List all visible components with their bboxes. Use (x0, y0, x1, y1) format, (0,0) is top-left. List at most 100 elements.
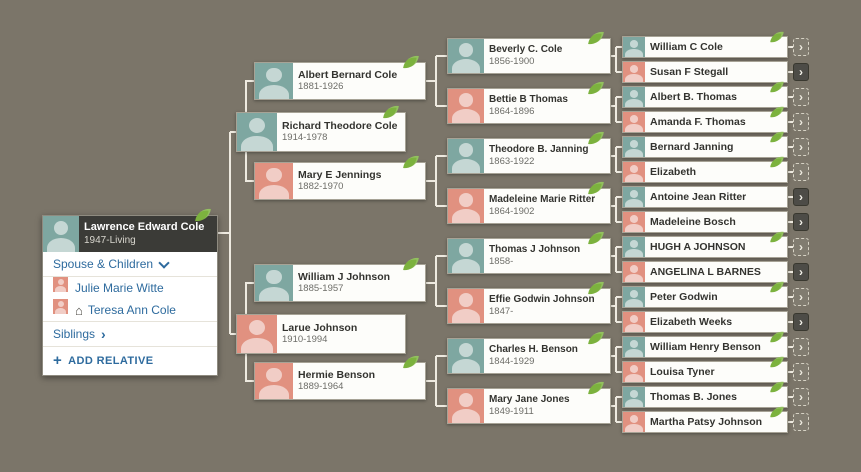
expand-branch-button[interactable]: › (793, 263, 809, 281)
hint-leaf-icon[interactable] (403, 256, 419, 272)
add-relative-label: ADD RELATIVE (68, 355, 154, 367)
person-card[interactable]: William Henry Benson (622, 330, 788, 358)
add-relative-button[interactable]: + ADD RELATIVE (43, 347, 217, 375)
person-name: Beverly C. Cole (489, 44, 563, 56)
expand-branch-button[interactable]: › (793, 238, 809, 256)
expand-branch-button[interactable]: › (793, 288, 809, 306)
person-name: Madeleine Marie Ritter (489, 194, 596, 206)
person-card[interactable]: Susan F Stegall (622, 61, 788, 83)
person-dates: 1844-1929 (489, 355, 535, 367)
person-card[interactable]: Thomas B. Jones (622, 380, 788, 408)
person-name: William Henry Benson (650, 340, 761, 353)
expand-branch-button[interactable]: › (793, 338, 809, 356)
person-card[interactable]: Bernard Janning (622, 130, 788, 158)
person-dates: 1914-1978 (282, 132, 328, 144)
hint-leaf-icon[interactable] (403, 54, 419, 70)
person-avatar-icon (623, 412, 645, 432)
person-name: Albert Bernard Cole (298, 69, 398, 81)
hint-leaf-icon[interactable] (383, 104, 399, 120)
expand-branch-button[interactable]: › (793, 113, 809, 131)
person-avatar-icon (448, 189, 484, 223)
person-card[interactable]: Madeleine Bosch (622, 211, 788, 233)
person-avatar-icon (53, 277, 68, 292)
hint-leaf-icon[interactable] (770, 30, 784, 44)
person-avatar-icon (53, 299, 68, 314)
spouse-name-link[interactable]: Julie Marie Witte (75, 281, 164, 295)
person-card[interactable]: Amanda F. Thomas (622, 105, 788, 133)
person-avatar-icon (43, 216, 79, 252)
person-dates: 1863-1922 (489, 155, 535, 167)
person-avatar-icon (623, 312, 645, 332)
expand-branch-button[interactable]: › (793, 88, 809, 106)
person-card[interactable]: ANGELINA L BARNES (622, 261, 788, 283)
siblings-link[interactable]: Siblings › (43, 322, 217, 346)
person-card[interactable]: Antoine Jean Ritter (622, 186, 788, 208)
person-name: Hermie Benson (298, 369, 376, 381)
person-card[interactable]: Martha Patsy Johnson (622, 405, 788, 433)
person-dates: 1864-1896 (489, 105, 535, 117)
spouse-name-link[interactable]: Teresa Ann Cole (87, 303, 176, 317)
person-card[interactable]: Elizabeth Weeks (622, 311, 788, 333)
person-avatar-icon (448, 389, 484, 423)
hint-leaf-icon[interactable] (588, 30, 604, 46)
hint-leaf-icon[interactable] (588, 380, 604, 396)
person-avatar-icon (255, 63, 293, 99)
expand-branch-button[interactable]: › (793, 138, 809, 156)
person-name: Martha Patsy Johnson (650, 415, 763, 428)
spouse-children-toggle[interactable]: Spouse & Children (43, 252, 217, 276)
hint-leaf-icon[interactable] (588, 330, 604, 346)
expand-branch-button[interactable]: › (793, 313, 809, 331)
person-card[interactable]: William C Cole (622, 30, 788, 58)
person-name: Larue Johnson (282, 322, 358, 334)
expand-branch-button[interactable]: › (793, 413, 809, 431)
hint-leaf-icon[interactable] (403, 154, 419, 170)
person-card[interactable]: Albert B. Thomas (622, 80, 788, 108)
person-name: William J Johnson (298, 271, 391, 283)
expand-branch-button[interactable]: › (793, 38, 809, 56)
person-card[interactable]: Peter Godwin (622, 280, 788, 308)
focus-person-header[interactable]: Lawrence Edward Cole 1947-Living (43, 216, 217, 252)
person-dates: 1864-1902 (489, 205, 535, 217)
spouse-row[interactable]: ⌂ Teresa Ann Cole (43, 299, 217, 321)
expand-branch-button[interactable]: › (793, 213, 809, 231)
expand-branch-button[interactable]: › (793, 363, 809, 381)
person-card[interactable]: Elizabeth (622, 155, 788, 183)
person-dates: 1847- (489, 305, 514, 317)
hint-leaf-icon[interactable] (588, 130, 604, 146)
person-card[interactable]: Louisa Tyner (622, 355, 788, 383)
hint-leaf-icon[interactable] (403, 354, 419, 370)
spouse-row[interactable]: Julie Marie Witte (43, 277, 217, 299)
gen4-gen5-lines (611, 46, 622, 423)
person-name: Lawrence Edward Cole (84, 221, 205, 234)
expand-branch-button[interactable]: › (793, 388, 809, 406)
expand-branch-button[interactable]: › (793, 63, 809, 81)
person-card[interactable]: HUGH A JOHNSON (622, 230, 788, 258)
expand-branch-button[interactable]: › (793, 188, 809, 206)
person-avatar-icon (623, 137, 645, 157)
person-avatar-icon (623, 37, 645, 57)
expand-branch-button[interactable]: › (793, 163, 809, 181)
hint-leaf-icon[interactable] (588, 80, 604, 96)
person-name: Bernard Janning (650, 140, 734, 153)
hint-leaf-icon[interactable] (588, 230, 604, 246)
person-avatar-icon (448, 139, 484, 173)
person-avatar-icon (623, 362, 645, 382)
person-dates: 1881-1926 (298, 81, 344, 93)
person-avatar-icon (623, 112, 645, 132)
chevron-down-icon (158, 256, 170, 269)
person-avatar-icon (623, 162, 645, 182)
